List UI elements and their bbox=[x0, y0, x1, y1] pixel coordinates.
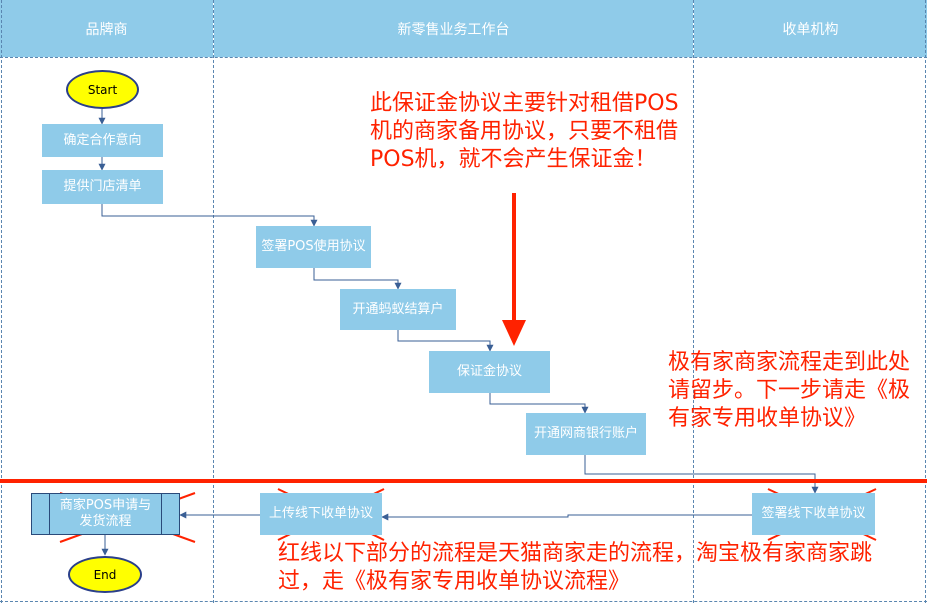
connector-ant-deposit bbox=[397, 330, 494, 352]
red-arrow-head bbox=[502, 320, 526, 346]
start-node: Start bbox=[66, 70, 139, 109]
provide-store-list-box: 提供门店清单 bbox=[42, 170, 163, 204]
pos-apply-subprocess-box: 商家POS申请与发货流程 bbox=[31, 493, 180, 535]
sign-pos-agreement-box: 签署POS使用协议 bbox=[256, 226, 371, 268]
end-node: End bbox=[68, 556, 142, 593]
connector-signoffline-upload bbox=[381, 513, 752, 521]
lane-bottom-border bbox=[0, 601, 927, 602]
lane-divider bbox=[1, 0, 2, 603]
lane-divider bbox=[925, 0, 926, 603]
connector-bank-signoffline bbox=[584, 455, 819, 494]
upload-offline-acquiring-box: 上传线下收单协议 bbox=[260, 493, 382, 535]
sign-offline-acquiring-box: 签署线下收单协议 bbox=[752, 493, 875, 535]
open-mybank-account-box: 开通网商银行账户 bbox=[526, 413, 646, 455]
subprocess-bar-right bbox=[161, 494, 162, 534]
connector-deposit-bank bbox=[489, 393, 589, 414]
lane-divider bbox=[693, 0, 694, 603]
deposit-note: 此保证金协议主要针对租借POS机的商家备用协议，只要不租借POS机，就不会产生保… bbox=[370, 91, 679, 172]
below-line-note: 红线以下部分的流程是天猫商家走的流程，淘宝极有家商家跳过，走《极有家专用收单协议… bbox=[278, 541, 873, 594]
stop-here-note: 极有家商家流程走到此处请留步。下一步请走《极有家专用收单协议》 bbox=[668, 350, 911, 431]
lane-header-workbench: 新零售业务工作台 bbox=[214, 0, 693, 57]
connector-signpos-ant bbox=[313, 268, 402, 290]
pos-apply-label: 商家POS申请与发货流程 bbox=[59, 498, 152, 529]
deposit-agreement-box: 保证金协议 bbox=[429, 351, 550, 393]
subprocess-bar-left bbox=[49, 494, 50, 534]
lane-header-brand: 品牌商 bbox=[0, 0, 213, 57]
open-ant-settlement-box: 开通蚂蚁结算户 bbox=[340, 289, 456, 330]
lane-header-acquirer: 收单机构 bbox=[694, 0, 927, 57]
connector-storelist-signpos bbox=[101, 204, 318, 227]
lane-header-underline bbox=[0, 57, 927, 58]
confirm-cooperation-box: 确定合作意向 bbox=[42, 124, 163, 157]
lane-divider bbox=[213, 0, 214, 603]
